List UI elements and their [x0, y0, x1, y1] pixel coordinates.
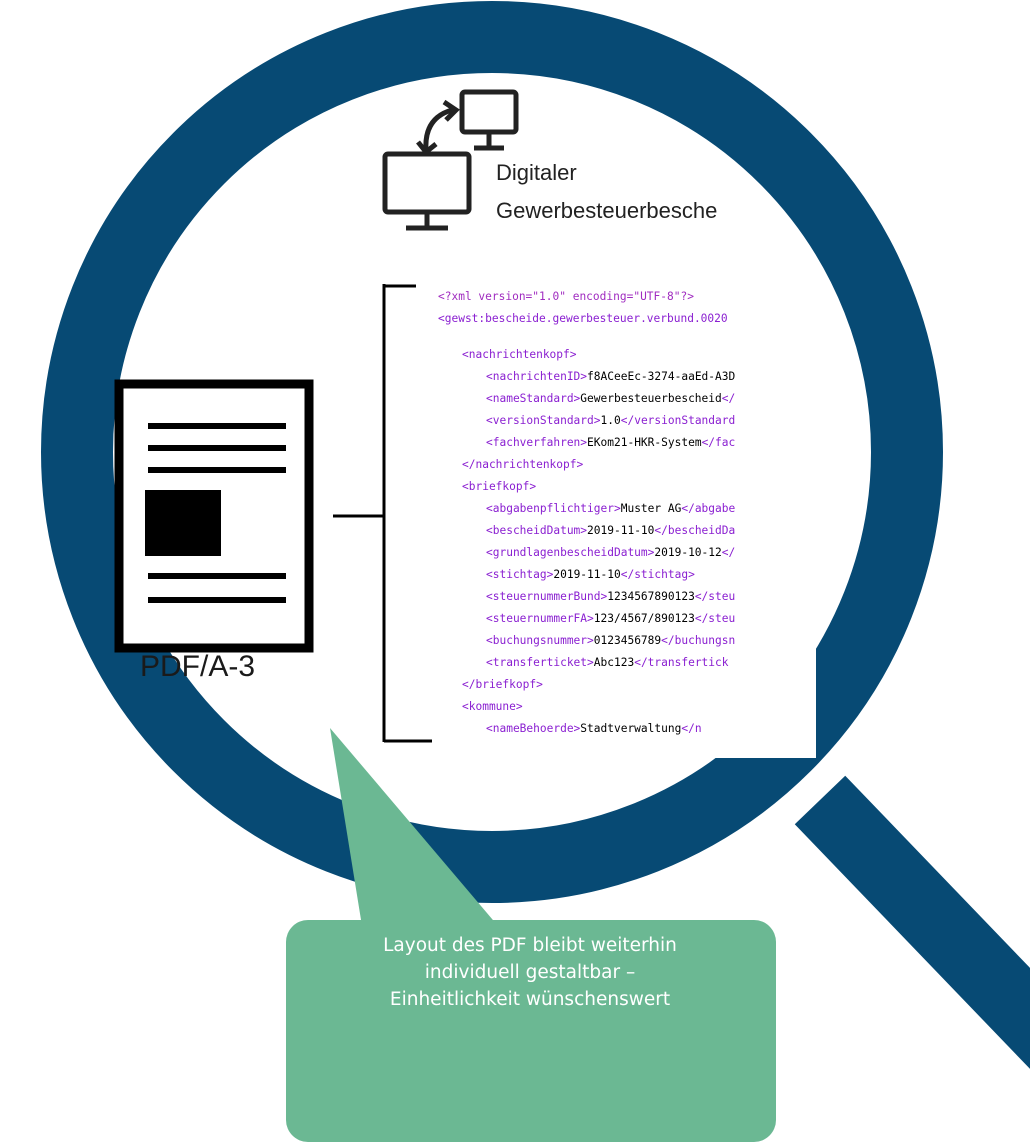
- xml-value: 1234567890123: [607, 590, 695, 603]
- xml-open-tag: <steuernummerBund>: [486, 590, 608, 603]
- xml-close-tag: </: [721, 546, 736, 559]
- xml-close-tag: </steu: [694, 612, 736, 625]
- xml-value: 1.0: [600, 414, 621, 427]
- xml-open-tag: <buchungsnummer>: [486, 634, 594, 647]
- xml-code-view: <?xml version="1.0" encoding="UTF-8"?> <g…: [438, 288, 816, 758]
- callout-line-1: Layout des PDF bleibt weiterhin: [383, 935, 677, 956]
- callout-line-3: Einheitlichkeit wünschenswert: [389, 989, 671, 1010]
- xml-open-tag: <transferticket>: [486, 656, 594, 669]
- magnifier-handle: [794, 775, 1030, 1069]
- xml-line: </nachrichtenkopf>: [462, 456, 583, 474]
- xml-open-tag: <gewst:bescheide.gewerbesteuer.verbund.0…: [438, 312, 728, 325]
- computer-sync-icon: [382, 89, 519, 231]
- xml-open-tag: <steuernummerFA>: [486, 612, 594, 625]
- xml-open-tag: <stichtag>: [486, 568, 554, 581]
- xml-line: <abgabenpflichtiger>Muster AG</abgabe: [486, 500, 735, 518]
- xml-open-tag: <nameBehoerde>: [486, 722, 581, 735]
- xml-value: 2019-11-10: [553, 568, 621, 581]
- xml-line: <versionStandard>1.0</versionStandard: [486, 412, 735, 430]
- xml-line: <briefkopf>: [462, 478, 536, 496]
- xml-value: EKom21-HKR-System: [587, 436, 702, 449]
- xml-line: <buchungsnummer>0123456789</buchungsn: [486, 632, 735, 650]
- xml-open-tag: <grundlagenbescheidDatum>: [486, 546, 655, 559]
- xml-close-tag: </transfertick: [634, 656, 729, 669]
- callout-bubble: [286, 728, 776, 1142]
- bracket-connector: [333, 284, 432, 743]
- callout-text: Layout des PDF bleibt weiterhin individu…: [300, 932, 760, 1013]
- xml-close-tag: </buchungsn: [661, 634, 736, 647]
- xml-close-tag: </stichtag>: [620, 568, 695, 581]
- xml-value: 0123456789: [593, 634, 662, 647]
- xml-value: Abc123: [593, 656, 635, 669]
- xml-close-tag: </abgabe: [681, 502, 736, 515]
- xml-close-tag: </steu: [694, 590, 736, 603]
- xml-line: <nameBehoerde>Stadtverwaltung</n: [486, 720, 702, 738]
- xml-open-tag: <nachrichtenID>: [486, 370, 588, 383]
- xml-open-tag: </nachrichtenkopf>: [462, 458, 584, 471]
- xml-open-tag: </briefkopf>: [462, 678, 543, 691]
- xml-close-tag: </: [721, 392, 736, 405]
- xml-line: <fachverfahren>EKom21-HKR-System</fac: [486, 434, 735, 452]
- xml-close-tag: </n: [681, 722, 702, 735]
- xml-value: 2019-10-12: [654, 546, 722, 559]
- heading-line-2: Gewerbesteuerbesche: [496, 198, 718, 223]
- xml-value: 123/4567/890123: [593, 612, 695, 625]
- xml-value: Gewerbesteuerbescheid: [580, 392, 722, 405]
- xml-line: <gewst:bescheide.gewerbesteuer.verbund.0…: [438, 310, 728, 328]
- heading-line-1: Digitaler: [496, 160, 577, 185]
- xml-open-tag: <nachrichtenkopf>: [462, 348, 577, 361]
- callout-line-2: individuell gestaltbar –: [424, 962, 636, 983]
- xml-open-tag: <fachverfahren>: [486, 436, 588, 449]
- xml-open-tag: <bescheidDatum>: [486, 524, 588, 537]
- xml-value: Stadtverwaltung: [580, 722, 682, 735]
- xml-open-tag: <versionStandard>: [486, 414, 601, 427]
- xml-value: f8ACeeEc-3274-aaEd-A3D: [587, 370, 736, 383]
- xml-close-tag: </fac: [701, 436, 736, 449]
- xml-value: Muster AG: [620, 502, 682, 515]
- xml-line: <nachrichtenkopf>: [462, 346, 577, 364]
- xml-open-tag: <nameStandard>: [486, 392, 581, 405]
- xml-open-tag: <abgabenpflichtiger>: [486, 502, 621, 515]
- xml-close-tag: </versionStandard: [620, 414, 736, 427]
- pdf-format-label: PDF/A-3: [140, 650, 256, 683]
- xml-line: <nameStandard>Gewerbesteuerbescheid</: [486, 390, 735, 408]
- xml-line: <?xml version="1.0" encoding="UTF-8"?>: [438, 290, 694, 303]
- xml-value: 2019-11-10: [587, 524, 655, 537]
- xml-line: <stichtag>2019-11-10</stichtag>: [486, 566, 695, 584]
- xml-line: <nachrichtenID>f8ACeeEc-3274-aaEd-A3D: [486, 368, 735, 386]
- xml-line: <transferticket>Abc123</transfertick: [486, 654, 729, 672]
- document-icon: [114, 379, 314, 653]
- xml-line: <steuernummerFA>123/4567/890123</steu: [486, 610, 735, 628]
- xml-line: <grundlagenbescheidDatum>2019-10-12</: [486, 544, 735, 562]
- xml-open-tag: <kommune>: [462, 700, 523, 713]
- xml-close-tag: </bescheidDa: [654, 524, 736, 537]
- xml-line: <kommune>: [462, 698, 523, 716]
- xml-line: <bescheidDatum>2019-11-10</bescheidDa: [486, 522, 735, 540]
- xml-line: </briefkopf>: [462, 676, 543, 694]
- xml-open-tag: <briefkopf>: [462, 480, 537, 493]
- xml-line: <steuernummerBund>1234567890123</steu: [486, 588, 735, 606]
